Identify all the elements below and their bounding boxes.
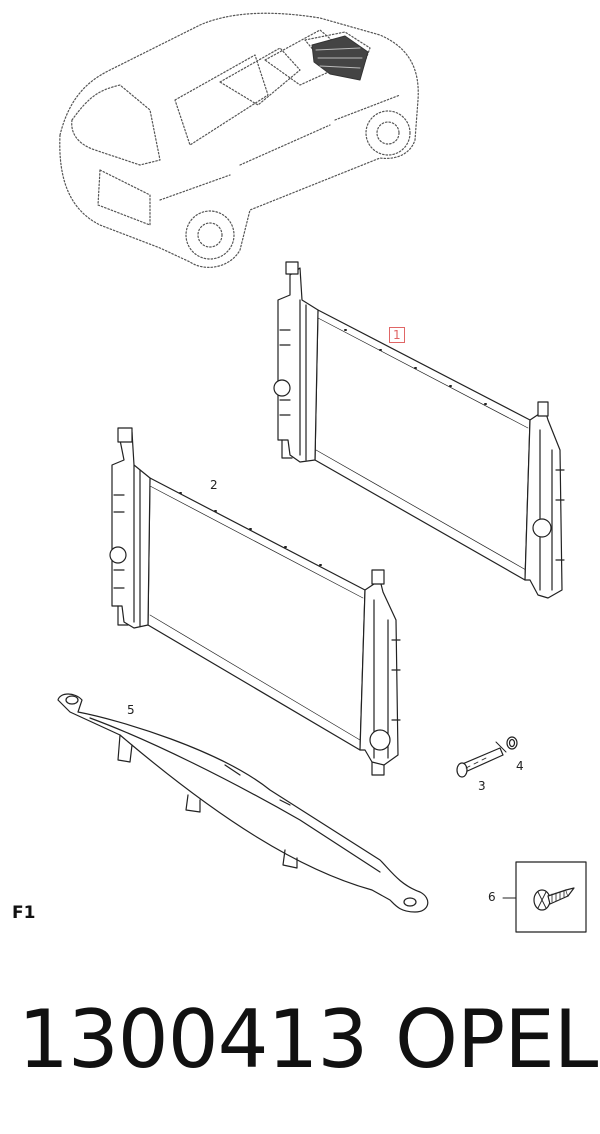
callout-6: 6 — [488, 890, 496, 904]
seal-ring-4 — [506, 736, 518, 750]
screw-6-illustration — [515, 861, 587, 933]
callout-3: 3 — [478, 779, 486, 793]
callout-1: 1 — [389, 327, 405, 343]
radiator-location-highlight — [311, 35, 369, 81]
sheet-code: F1 — [12, 903, 36, 923]
air-deflector-5 — [57, 693, 429, 913]
callout-5: 5 — [127, 703, 135, 717]
brand-name: OPEL — [395, 993, 598, 1086]
callout-4: 4 — [516, 759, 524, 773]
part-number: 1300413 — [18, 993, 368, 1086]
drain-plug-3 — [456, 741, 507, 778]
callout-2: 2 — [210, 478, 218, 492]
radiator-2 — [109, 427, 401, 776]
radiator-1 — [273, 261, 565, 599]
